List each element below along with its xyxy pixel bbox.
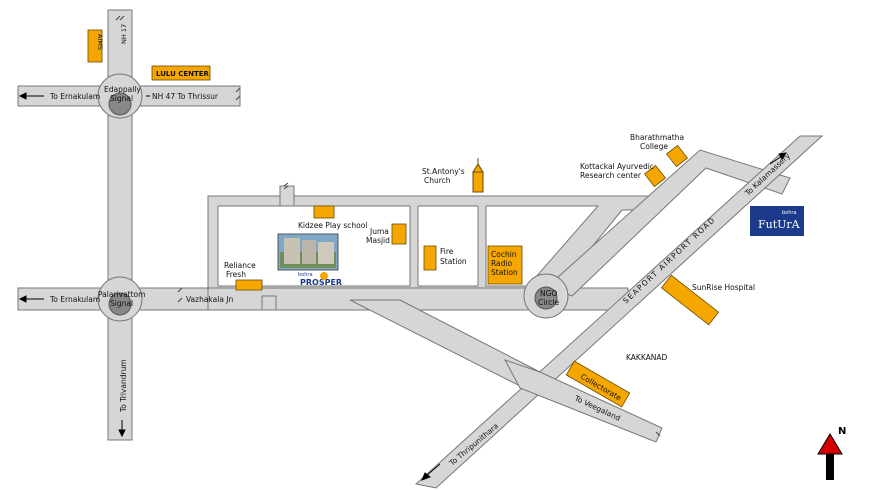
to-trivandrum-label: To Trivandrum: [119, 359, 128, 413]
edappally-label-1: Edappally: [104, 85, 141, 94]
aims-label: AIMS: [96, 34, 104, 50]
bharathmatha-building[interactable]: [665, 144, 689, 168]
church-icon: [472, 158, 484, 193]
palarivattom-label-2: Signal: [110, 299, 133, 308]
to-thripunithara-label: To Thripunithara: [447, 421, 500, 468]
to-ernakulam-mid-label: To Ernakulam: [49, 295, 100, 304]
fire-label-2: Station: [440, 257, 467, 266]
palarivattom-island: [108, 292, 132, 316]
sunrise-label: SunRise Hospital: [692, 283, 755, 292]
bharathmatha-label-2: College: [640, 142, 668, 151]
nh17-label: NH 17: [120, 24, 128, 44]
fire-label-1: Fire: [440, 247, 454, 256]
juma-label-2: Masjid: [366, 236, 390, 245]
lulu-center-building[interactable]: [151, 65, 211, 81]
prosper-logo-prefix: bohra: [298, 272, 313, 278]
kottakkal-label-1: Kottackal Ayurvedic: [580, 162, 654, 171]
edappally-label-2: Signal: [110, 94, 133, 103]
road-stub-vertical: [279, 185, 295, 207]
futura-logo-name: FutUrA: [758, 218, 801, 231]
cochin-label-3: Station: [491, 268, 518, 277]
kottakkal-label-2: Research center: [580, 171, 642, 180]
prosper-logo-name: PROSPER: [300, 278, 342, 287]
sunrise-hospital-building[interactable]: [660, 274, 720, 326]
futura-logo-prefix: bohra: [782, 210, 797, 216]
edappally-island: [108, 92, 132, 116]
vazhakala-label: Vazhakala Jn: [186, 295, 234, 304]
bharathmatha-label-1: Bharathmatha: [630, 133, 684, 142]
road-thripunithara: [349, 299, 541, 389]
road-network: [17, 9, 824, 489]
prosper-project[interactable]: bohra PROSPER: [277, 233, 342, 287]
juma-label-1: Juma: [369, 227, 389, 236]
ngo-island: [534, 286, 558, 310]
kakkanad-label: KAKKANAD: [626, 353, 667, 362]
cochin-label-1: Cochin: [491, 250, 517, 259]
direction-arrows: [18, 92, 788, 481]
kidzee-label: Kidzee Play school: [298, 221, 367, 230]
north-arrow-icon: N: [817, 426, 846, 480]
kottakkal-building[interactable]: [643, 164, 667, 188]
st-antony-label-2: Church: [424, 176, 451, 185]
buildings: [87, 29, 720, 408]
ngo-label-1: NGO: [540, 289, 557, 298]
road-break-marks: [115, 15, 661, 437]
palarivattom-label-1: Palarivattom: [98, 290, 145, 299]
juma-masjid-building[interactable]: [391, 223, 407, 245]
collectorate-building[interactable]: [565, 360, 631, 408]
road-seaport-airport: [414, 135, 824, 489]
road-stub-lower: [261, 295, 277, 311]
nh47-label: NH 47 To Thrissur: [152, 92, 219, 101]
to-ernakulam-top-label: To Ernakulam: [49, 92, 100, 101]
fire-station-building[interactable]: [423, 245, 437, 271]
lulu-center-label: LULU CENTER: [156, 70, 210, 78]
reliance-label-1: Reliance: [224, 261, 256, 270]
aims-building[interactable]: [87, 29, 103, 63]
futura-logo[interactable]: bohra FutUrA: [750, 206, 804, 236]
north-label: N: [838, 426, 846, 437]
kidzee-building[interactable]: [313, 205, 335, 219]
road-diag-bharathmatha: [547, 149, 791, 297]
cochin-label-2: Radio: [491, 259, 512, 268]
reliance-fresh-building[interactable]: [235, 279, 263, 291]
ngo-label-2: Circle: [538, 298, 559, 307]
st-antony-label-1: St.Antony's: [422, 167, 465, 176]
reliance-label-2: Fresh: [226, 270, 246, 279]
cochin-radio-station-building[interactable]: [487, 245, 523, 285]
